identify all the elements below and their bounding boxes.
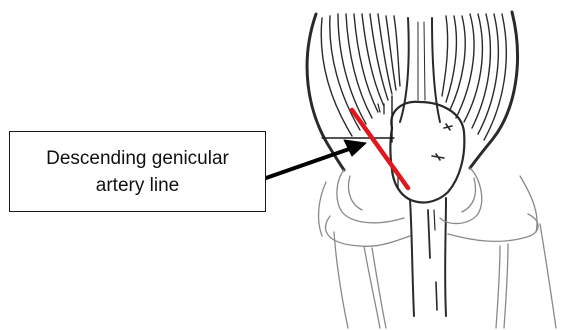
patella-mark-upper	[444, 124, 452, 130]
quadriceps-fibers-right	[442, 14, 506, 140]
callout-box: Descending genicular artery line	[9, 131, 266, 212]
patellar-ligament-right-edge	[445, 198, 446, 316]
patella-mark-center	[432, 154, 444, 160]
quadriceps-fibers-left	[321, 14, 400, 136]
callout-label: Descending genicular artery line	[46, 145, 229, 199]
femoral-condyles	[337, 168, 482, 224]
quadriceps-tendon-right-edge	[432, 18, 440, 122]
patellar-ligament-left-edge	[410, 200, 414, 316]
